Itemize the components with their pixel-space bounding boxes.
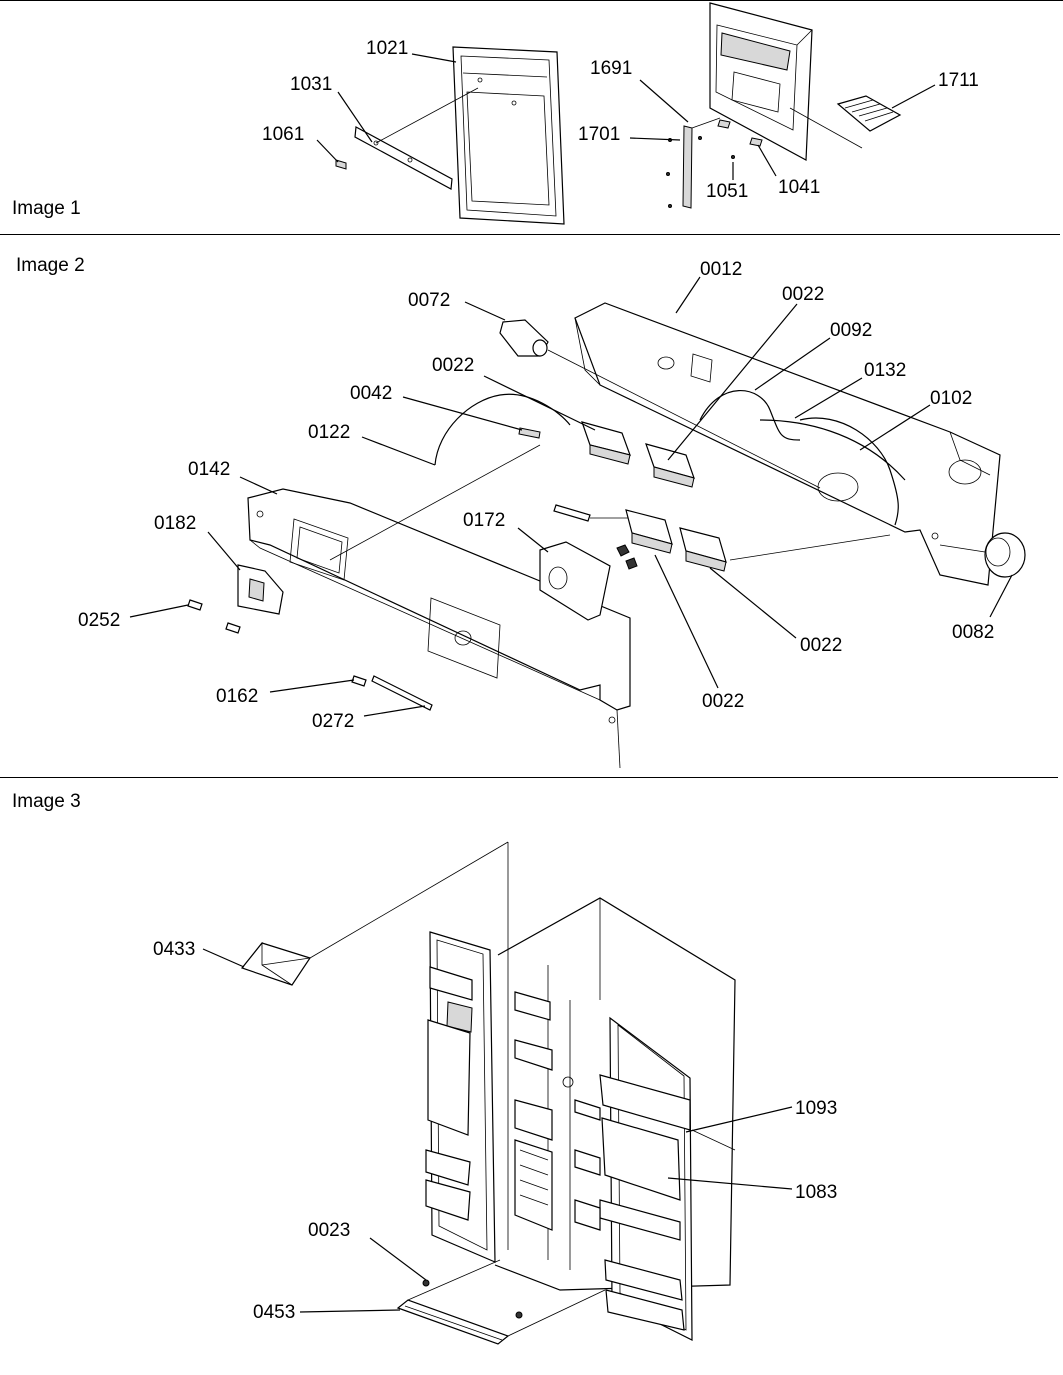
- callout-0023: 0023: [308, 1220, 350, 1241]
- callout-0012: 0012: [700, 259, 742, 280]
- toe-grille-part: [396, 1299, 510, 1345]
- callout-0272: 0272: [312, 711, 354, 732]
- panel-divider-2: [0, 777, 1058, 778]
- callout-0082: 0082: [952, 622, 994, 643]
- ice-bin-part: [240, 941, 311, 986]
- callout-0453: 0453: [253, 1302, 295, 1323]
- rocker-switch-part: [237, 564, 284, 615]
- callout-0022-a: 0022: [782, 284, 824, 305]
- callout-0042: 0042: [350, 383, 392, 404]
- bracket-part: [682, 125, 693, 209]
- clip-part: [335, 159, 347, 170]
- callout-0433: 0433: [153, 939, 195, 960]
- leader-lines: [129, 53, 1013, 1313]
- callout-0142: 0142: [188, 459, 230, 480]
- top-border: [0, 0, 1063, 1]
- callout-0102: 0102: [930, 388, 972, 409]
- hinge-cover: [562, 1076, 574, 1088]
- callout-0252: 0252: [78, 610, 120, 631]
- callout-1691: 1691: [590, 58, 632, 79]
- panel-3-drawing: [240, 841, 736, 1345]
- freezer-baskets: [514, 991, 553, 1231]
- callout-0182: 0182: [154, 513, 196, 534]
- callout-1093: 1093: [795, 1098, 837, 1119]
- panel-label-image-2: Image 2: [16, 255, 85, 276]
- panel-label-image-3: Image 3: [12, 791, 81, 812]
- switch-capacitor-part: [499, 319, 549, 357]
- fresh-food-shelves: [574, 1099, 601, 1231]
- micro-switch-lower-right: [679, 527, 727, 572]
- callout-0122: 0122: [308, 422, 350, 443]
- callout-0172: 0172: [463, 510, 505, 531]
- callout-1083: 1083: [795, 1182, 837, 1203]
- callout-1021: 1021: [366, 38, 408, 59]
- panel-1-drawing: [335, 2, 902, 225]
- callout-1701: 1701: [578, 124, 620, 145]
- micro-switch-lower-left: [625, 509, 673, 554]
- callout-0022-d: 0022: [702, 691, 744, 712]
- fresh-food-door: [599, 1016, 693, 1341]
- pivot-rod-part: [371, 675, 433, 711]
- dispenser-housing-part: [709, 2, 813, 161]
- switch-mounting-plate-part: [247, 488, 631, 769]
- callout-0022-c: 0022: [800, 635, 842, 656]
- callout-0092: 0092: [830, 320, 872, 341]
- panel-label-image-1: Image 1: [12, 198, 81, 219]
- screw-parts: [187, 599, 367, 687]
- callout-1031: 1031: [290, 74, 332, 95]
- control-bracket-part: [574, 302, 1001, 586]
- callout-1711: 1711: [938, 70, 979, 91]
- callout-1041: 1041: [778, 177, 820, 198]
- sensor-part: [518, 427, 541, 439]
- callout-labels: 1021 1031 1061 1691 1701 1711 1051 1041 …: [78, 38, 994, 1323]
- trim-strip-part: [354, 126, 453, 190]
- callout-1061: 1061: [262, 124, 304, 145]
- callout-0072: 0072: [408, 290, 450, 311]
- freezer-door: [425, 931, 496, 1263]
- panel-divider-1: [0, 234, 1060, 235]
- callout-1051: 1051: [706, 181, 748, 202]
- callout-0132: 0132: [864, 360, 906, 381]
- dispenser-frame-part: [452, 46, 565, 225]
- micro-switch-upper-left: [581, 421, 631, 465]
- motor-knob-part: [984, 532, 1026, 578]
- micro-switch-upper-right: [645, 443, 695, 488]
- solenoid-part: [539, 541, 611, 621]
- drip-tray-grille-part: [836, 95, 902, 132]
- panel-2-drawing: [187, 302, 1026, 769]
- callout-0022-b: 0022: [432, 355, 474, 376]
- callout-0162: 0162: [216, 686, 258, 707]
